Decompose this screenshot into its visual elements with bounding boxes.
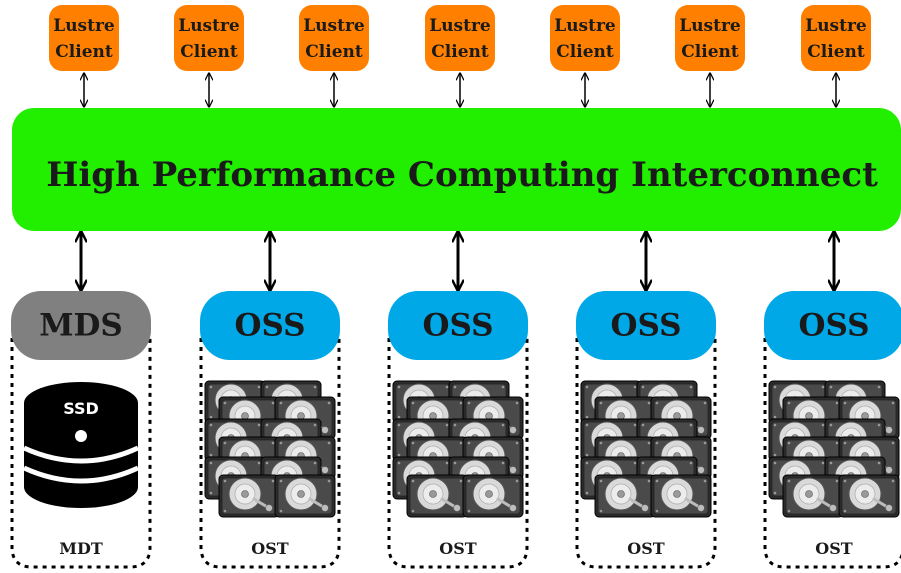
target-label: OST [627,539,664,558]
client-label-line1: Lustre [679,16,741,36]
client-label-line1: Lustre [178,16,240,36]
client-label-line2: Client [807,42,865,62]
server-box [388,291,528,360]
storage-target-outline [387,338,529,569]
server-label: MDS [39,308,123,344]
connection-arrows [81,74,836,289]
hard-disk-stack-icon [205,381,335,517]
server-label: OSS [422,308,493,344]
hard-disk-stack-icon [769,381,899,517]
target-label: OST [251,539,288,558]
storage-target-outline [763,338,901,569]
server-label: OSS [234,308,305,344]
server-row: MDS SSD MDT OSS OST OSS OST OSS OST OSS OST [10,291,901,569]
server-box [11,291,151,360]
client-label-line2: Client [305,42,363,62]
client-box [299,5,369,71]
client-label-line2: Client [55,42,113,62]
client-label-line1: Lustre [805,16,867,36]
interconnect-bus: High Performance Computing Interconnect [12,108,901,231]
server-box [764,291,901,360]
target-label: OST [439,539,476,558]
target-label: MDT [59,539,103,558]
hard-disk-stack-icon [393,381,523,517]
server-box [576,291,716,360]
server-label: OSS [610,308,681,344]
client-box [174,5,244,71]
ssd-label: SSD [63,399,99,418]
storage-target-outline [10,338,152,569]
client-label-line1: Lustre [53,16,115,36]
client-box [675,5,745,71]
server-box [200,291,340,360]
oss-server: OSS OST [575,291,717,569]
storage-target-outline [199,338,341,569]
client-label-line1: Lustre [554,16,616,36]
client-label-line2: Client [556,42,614,62]
target-label: OST [815,539,852,558]
interconnect-label: High Performance Computing Interconnect [46,155,878,195]
client-label-line2: Client [681,42,739,62]
storage-target-outline [575,338,717,569]
client-box [425,5,495,71]
oss-server: OSS OST [387,291,529,569]
client-label-line1: Lustre [303,16,365,36]
client-label-line2: Client [180,42,238,62]
oss-server: OSS OST [199,291,341,569]
mds-server: MDS SSD MDT [10,291,152,569]
client-box [801,5,871,71]
client-label-line2: Client [431,42,489,62]
client-row: LustreClientLustreClientLustreClientLust… [49,5,871,71]
client-box [49,5,119,71]
ssd-drive-icon: SSD [22,382,140,508]
client-label-line1: Lustre [429,16,491,36]
client-box [550,5,620,71]
server-label: OSS [798,308,869,344]
oss-server: OSS OST [763,291,901,569]
interconnect-bar [12,108,901,231]
hard-disk-stack-icon [581,381,711,517]
